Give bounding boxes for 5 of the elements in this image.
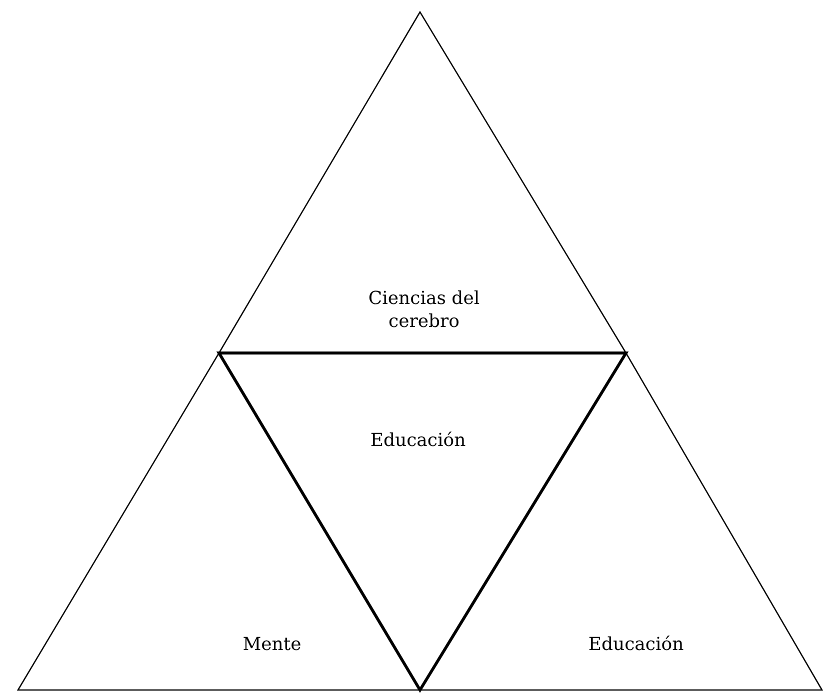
segment-label: Educación — [369, 428, 467, 452]
segment-label: Mente — [242, 632, 302, 656]
segment-label: Ciencias del cerebro — [367, 286, 481, 332]
triangle-segment — [219, 12, 626, 353]
segment-label: Educación — [587, 632, 685, 656]
